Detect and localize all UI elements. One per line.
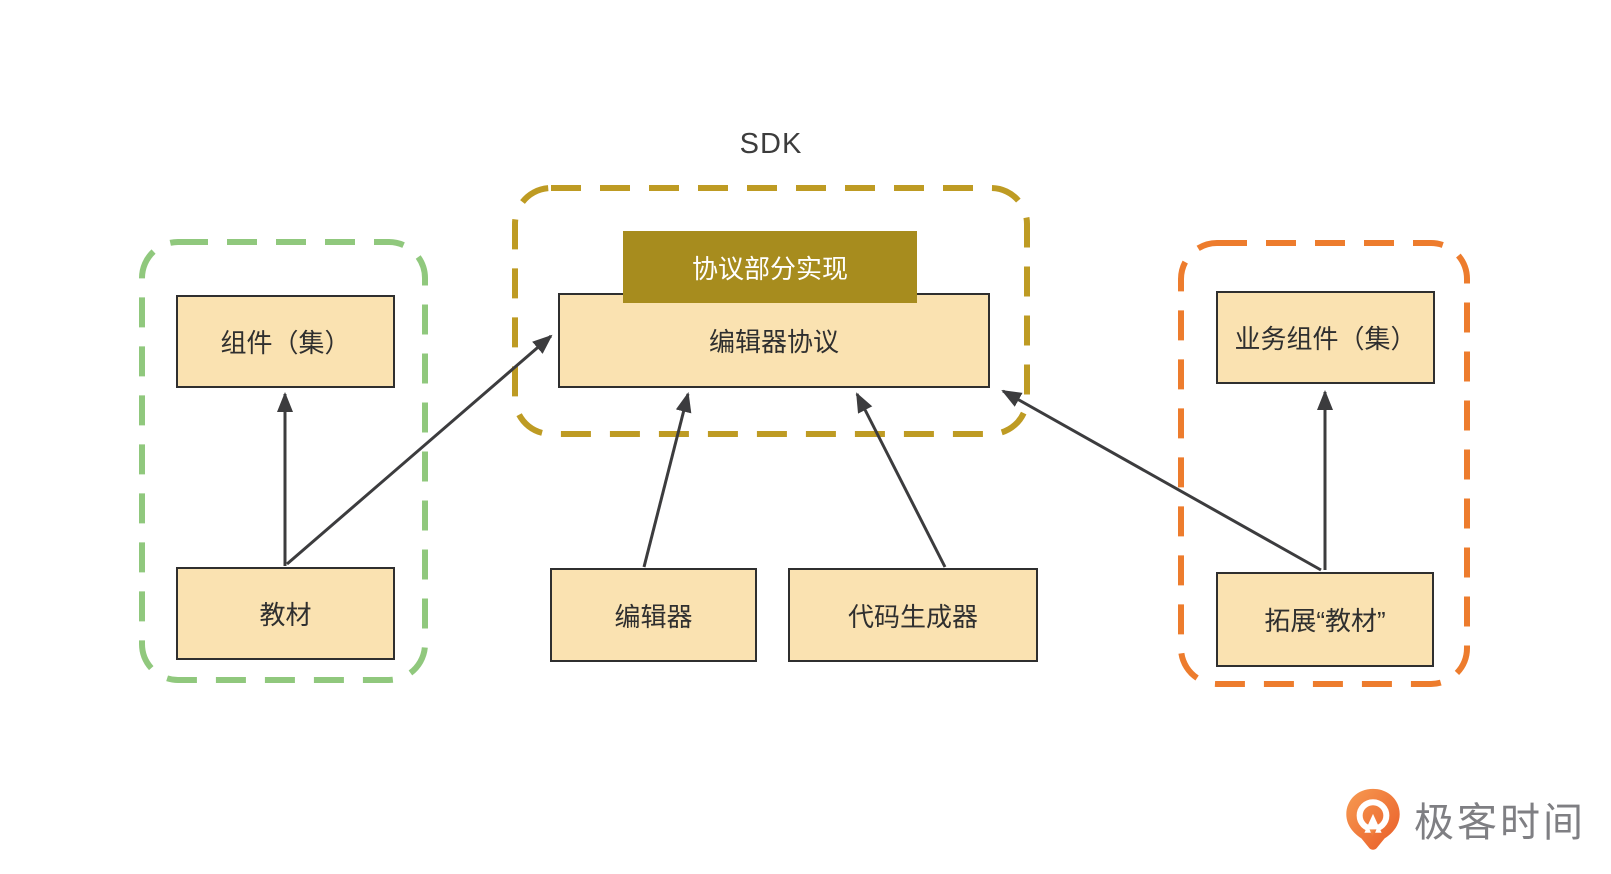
editor-protocol-label: 编辑器协议 — [708, 327, 839, 357]
editor-box: 编辑器 — [550, 568, 757, 662]
geektime-pin-icon — [1346, 788, 1400, 850]
brand-name: 极客时间 — [1414, 801, 1586, 845]
component-set-label: 组件（集） — [220, 328, 351, 358]
code-generator-label: 代码生成器 — [847, 601, 978, 632]
edge-extended-textbook-to-editor-protocol — [1001, 389, 1322, 572]
textbook-box: 教材 — [176, 567, 395, 660]
editor-label: 编辑器 — [614, 601, 693, 632]
brand-logo: 极客时间 — [1342, 788, 1586, 850]
protocol-impl-label: 协议部分实现 — [691, 253, 848, 284]
business-component-set-box: 业务组件（集） — [1216, 291, 1435, 384]
protocol-impl-box: 协议部分实现 — [623, 231, 917, 303]
component-set-box: 组件（集） — [176, 295, 395, 388]
edge-code-generator-to-editor-protocol — [855, 392, 947, 568]
extended-textbook-box: 拓展“教材” — [1216, 572, 1434, 667]
code-generator-box: 代码生成器 — [788, 568, 1038, 662]
editor-protocol-box: 编辑器协议 — [558, 293, 990, 388]
business-component-set-label: 业务组件（集） — [1234, 324, 1417, 354]
edge-editor-to-editor-protocol — [642, 392, 692, 568]
sdk-group-title: SDK — [739, 128, 803, 160]
textbook-label: 教材 — [259, 600, 312, 630]
extended-textbook-label: 拓展“教材” — [1264, 606, 1386, 636]
